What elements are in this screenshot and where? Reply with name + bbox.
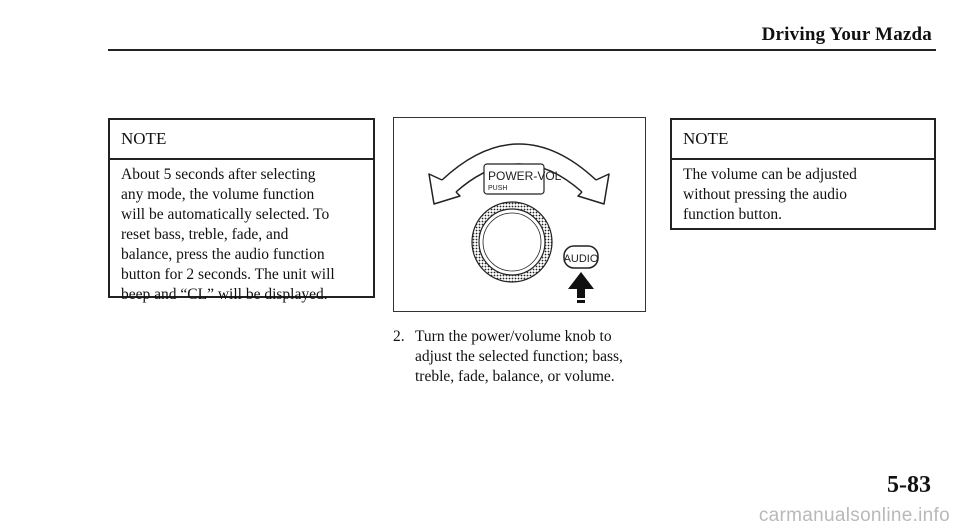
note-heading: NOTE [110,120,373,160]
note-heading: NOTE [672,120,934,160]
note-box-right: NOTE The volume can be adjusted without … [670,118,936,230]
step-line: treble, fade, balance, or volume. [415,368,615,385]
knob-diagram: POWER-VOL PUSH AUDIO [428,143,610,303]
power-vol-label: POWER-VOL PUSH [483,163,562,195]
note-line: About 5 seconds after selecting [121,166,316,183]
page-number: 5-83 [887,472,931,498]
note-line: balance, press the audio function [121,246,325,263]
note-body: The volume can be adjusted without press… [672,160,934,225]
note-line: The volume can be adjusted [683,166,857,183]
instruction-step-2: 2. Turn the power/volume knob to adjust … [393,327,653,387]
note-line: beep and “CL” will be displayed. [121,286,328,303]
knob-sublabel: PUSH [488,185,507,192]
note-line: without pressing the audio [683,186,848,203]
audio-button-label: AUDIO [564,253,599,265]
step-number: 2. [393,328,405,345]
audio-button: AUDIO [563,245,599,269]
step-line: adjust the selected function; bass, [415,348,623,365]
step-text: Turn the power/volume knob to adjust the… [415,327,653,387]
push-arrow-icon [568,272,594,303]
note-box-left: NOTE About 5 seconds after selecting any… [108,118,375,303]
header-rule [108,49,936,51]
note-line: function button. [683,206,783,223]
knob-label: POWER-VOL [488,169,562,183]
step-line: Turn the power/volume knob to [415,328,612,345]
note-line: any mode, the volume function [121,186,315,203]
audio-control-illustration: POWER-VOL PUSH AUDIO [393,117,646,312]
note-line: button for 2 seconds. The unit will [121,266,335,283]
note-line: will be automatically selected. To [121,206,330,223]
note-line: reset bass, treble, fade, and [121,226,289,243]
section-title: Driving Your Mazda [761,24,932,45]
power-volume-knob [471,201,553,283]
watermark: carmanualsonline.info [758,505,950,526]
note-body: About 5 seconds after selecting any mode… [110,160,373,305]
